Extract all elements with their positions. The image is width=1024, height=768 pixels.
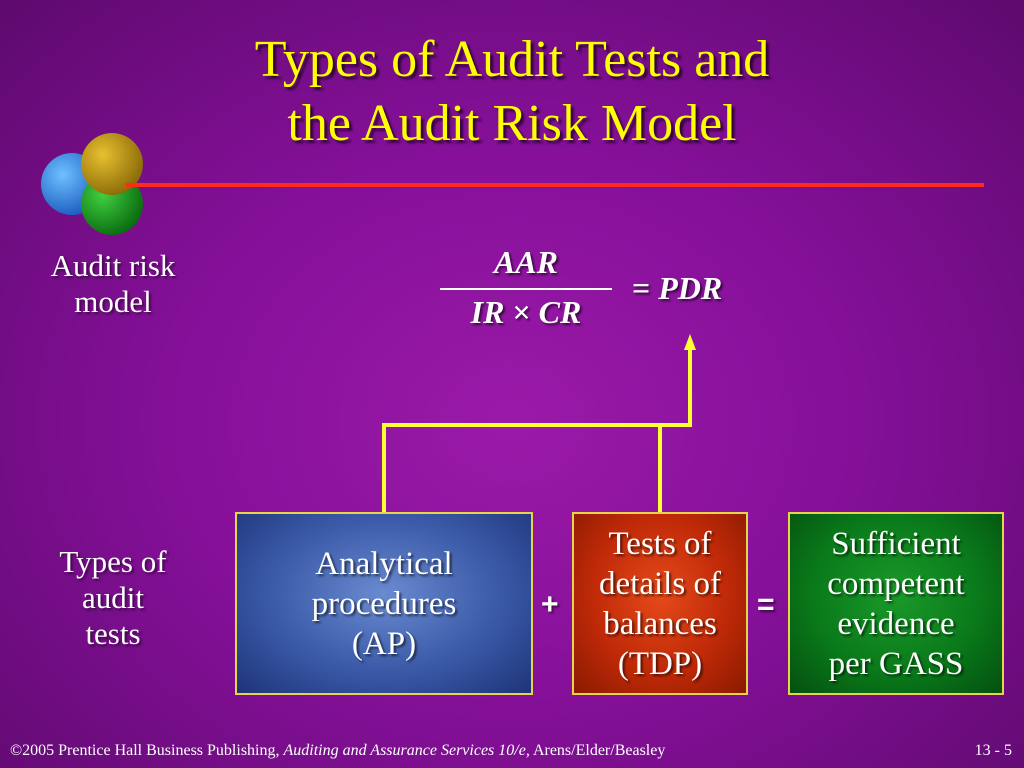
title-line-2: the Audit Risk Model	[287, 95, 737, 152]
types-of-audit-tests-label: Types of audit tests	[22, 544, 204, 652]
tdp-line-4: (TDP)	[617, 645, 703, 682]
types-label-line-3: tests	[85, 616, 141, 651]
formula-result: = PDR	[632, 270, 722, 307]
formula-denominator: IR × CR	[440, 294, 612, 331]
page-number: 13 - 5	[974, 742, 1012, 759]
tdp-line-2: details of	[599, 565, 721, 602]
formula-pdr: PDR	[658, 270, 723, 306]
audit-risk-model-line-2: model	[74, 284, 152, 319]
tdp-line-3: balances	[603, 605, 717, 642]
ap-line-1: Analytical	[315, 545, 453, 582]
tdp-line-1: Tests of	[608, 525, 712, 562]
formula-equals: =	[632, 270, 651, 306]
footer-book: Auditing and Assurance Services 10/e,	[283, 742, 530, 759]
ap-line-2: procedures	[311, 585, 457, 622]
sce-line-4: per GASS	[828, 645, 964, 682]
sce-line-3: evidence	[837, 605, 955, 642]
sce-line-2: competent	[827, 565, 965, 602]
footer-citation: ©2005 Prentice Hall Business Publishing,…	[10, 742, 665, 760]
analytical-procedures-box: Analytical procedures (AP)	[235, 512, 533, 695]
footer-authors: Arens/Elder/Beasley	[532, 742, 666, 759]
ap-line-3: (AP)	[351, 625, 417, 662]
title-line-1: Types of Audit Tests and	[254, 31, 770, 88]
formula-numerator: AAR	[493, 244, 559, 280]
title-rule	[126, 183, 984, 187]
circles-logo-icon	[41, 133, 143, 235]
slide-title: Types of Audit Tests and the Audit Risk …	[0, 28, 1024, 156]
fraction-bar	[440, 288, 612, 290]
plus-operator: +	[541, 588, 559, 621]
arrow-head-icon	[684, 334, 696, 350]
types-label-line-2: audit	[82, 580, 144, 615]
audit-risk-model-label: Audit risk model	[18, 248, 208, 320]
sce-line-1: Sufficient	[831, 525, 961, 562]
connector-path	[382, 350, 692, 512]
formula-times: ×	[512, 294, 531, 330]
types-label-line-1: Types of	[59, 544, 167, 579]
formula-cr: CR	[538, 294, 582, 330]
audit-risk-model-line-1: Audit risk	[50, 248, 176, 283]
tests-of-details-box: Tests of details of balances (TDP)	[572, 512, 748, 695]
equals-operator: =	[757, 588, 775, 621]
formula-ir: IR	[470, 294, 505, 330]
sufficient-evidence-box: Sufficient competent evidence per GASS	[788, 512, 1004, 695]
footer-copyright: ©2005 Prentice Hall Business Publishing,	[10, 742, 280, 759]
